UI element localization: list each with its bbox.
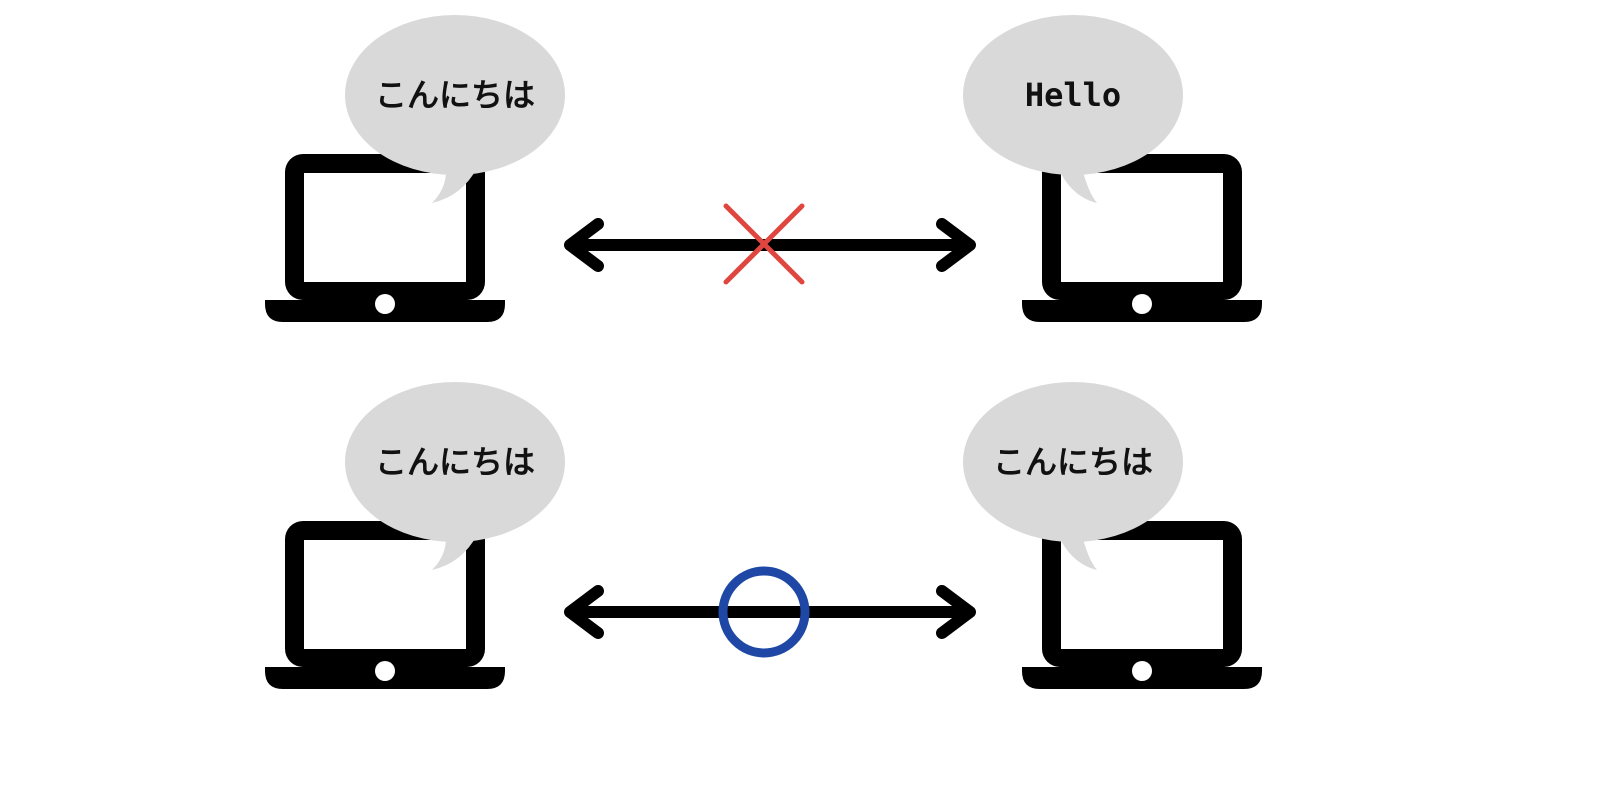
bubble-text-left: こんにちは — [375, 76, 535, 114]
double-arrow-icon — [564, 218, 976, 272]
circle-icon — [718, 566, 810, 658]
laptop-icon — [1022, 154, 1262, 322]
speech-bubble-right: Hello — [963, 15, 1183, 203]
speech-bubble-right: こんにちは — [963, 382, 1183, 570]
bubble-text-right: こんにちは — [993, 443, 1153, 481]
double-arrow-icon — [564, 585, 976, 639]
speech-bubble-left: こんにちは — [345, 15, 565, 203]
row-1: こんにちは Hello — [265, 15, 1262, 322]
cross-icon — [723, 203, 805, 285]
speech-bubble-left: こんにちは — [345, 382, 565, 570]
bubble-text-right: Hello — [1025, 76, 1121, 114]
row-2: こんにちは こんにちは — [265, 382, 1262, 689]
laptop-icon — [1022, 521, 1262, 689]
bubble-text-left: こんにちは — [375, 443, 535, 481]
